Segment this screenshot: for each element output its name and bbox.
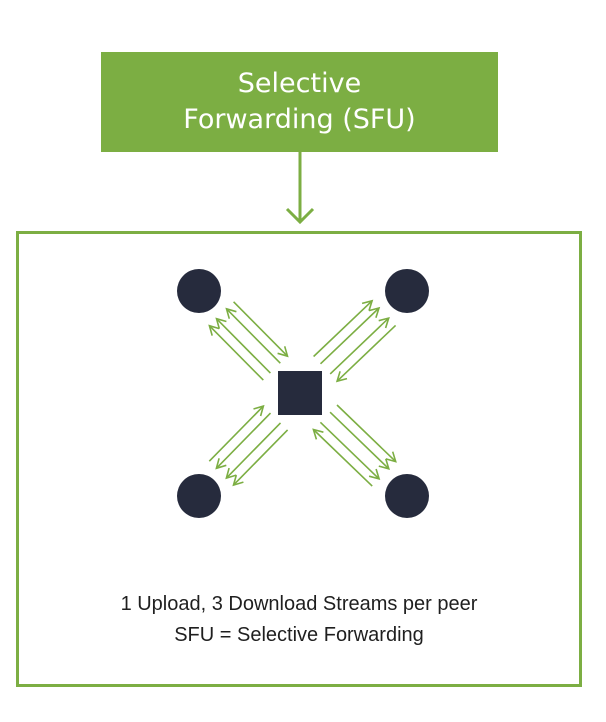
stream-arrow-bottom-left-3-head <box>225 467 237 480</box>
stream-arrow-bottom-right-4-head <box>385 451 397 463</box>
stream-arrow-top-right-4 <box>313 300 373 358</box>
peer-node-top-left <box>177 269 221 313</box>
stream-arrow-top-left-4 <box>208 325 264 381</box>
stream-arrow-top-left-1-head <box>277 346 289 358</box>
diagram-frame <box>16 231 582 687</box>
stream-arrow-top-right-4-head <box>361 299 374 311</box>
peer-node-top-right <box>385 269 429 313</box>
peer-node-bottom-left <box>177 474 221 518</box>
stream-arrow-bottom-left-1-head <box>253 404 265 417</box>
stream-arrow-top-left-4-head <box>208 324 220 336</box>
stream-arrow-top-right-2 <box>329 317 390 375</box>
stream-arrow-bottom-right-3 <box>329 411 390 470</box>
stream-arrow-top-left-2 <box>225 308 281 364</box>
stream-arrow-bottom-left-3 <box>225 422 282 479</box>
peer-node-bottom-right <box>385 474 429 518</box>
stream-arrow-bottom-right-4 <box>336 404 397 463</box>
stream-arrow-top-right-1 <box>336 324 397 382</box>
sfu-server-node <box>278 371 322 415</box>
stream-arrow-bottom-left-2 <box>215 412 272 469</box>
stream-arrow-bottom-right-1 <box>312 428 373 487</box>
stream-arrows <box>208 299 397 487</box>
stream-arrow-top-right-1-head <box>335 371 348 383</box>
stream-arrow-top-right-3-head <box>368 306 381 319</box>
title-box: Selective Forwarding (SFU) <box>101 52 498 152</box>
stream-arrow-bottom-right-1-head <box>312 428 324 440</box>
stream-arrow-bottom-right-3-head <box>378 458 390 470</box>
stream-arrow-bottom-left-1 <box>208 405 264 462</box>
stream-arrow-bottom-left-2-head <box>215 458 227 470</box>
caption-line-1: 1 Upload, 3 Download Streams per peer <box>120 593 478 615</box>
stream-arrow-top-right-3 <box>319 307 380 365</box>
stream-arrow-bottom-left-4-head <box>232 474 244 487</box>
stream-arrow-top-left-3-head <box>215 317 227 329</box>
stream-arrow-top-left-2-head <box>225 307 237 319</box>
stream-arrow-top-left-1 <box>233 301 289 357</box>
stream-arrow-bottom-right-2 <box>319 421 380 480</box>
stream-arrow-top-left-3 <box>215 318 271 374</box>
stream-arrow-top-right-2-head <box>378 316 390 329</box>
title-line-1: Selective <box>237 68 362 99</box>
stream-arrow-bottom-right-2-head <box>368 468 381 481</box>
title-line-2: Forwarding (SFU) <box>183 104 416 135</box>
stream-arrow-bottom-left-4 <box>232 429 289 486</box>
caption-line-2: SFU = Selective Forwarding <box>174 624 424 646</box>
